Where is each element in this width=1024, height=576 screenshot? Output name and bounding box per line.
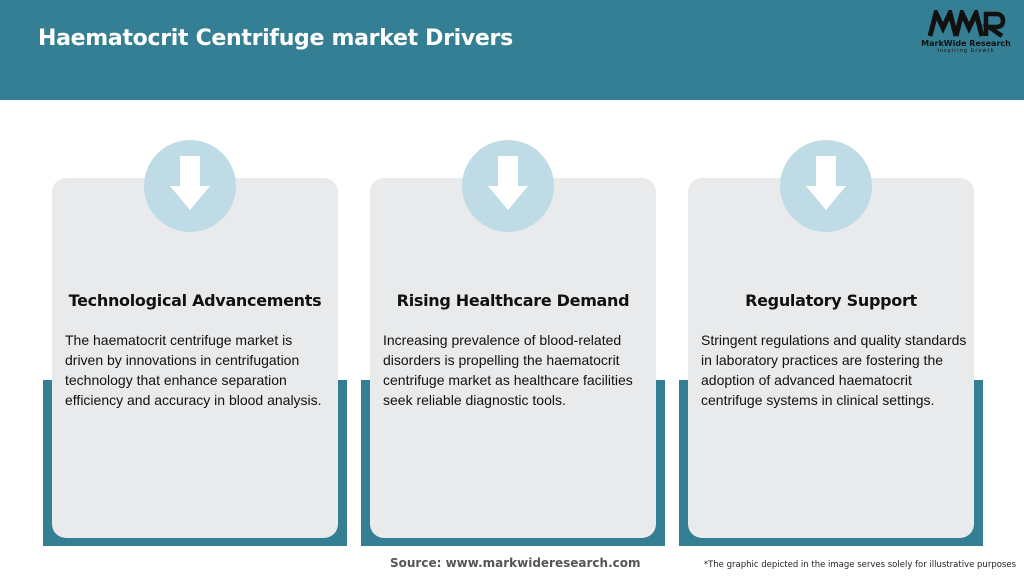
logo-tagline: Inspiring Growth <box>937 48 995 54</box>
card-description: Stringent regulations and quality standa… <box>701 332 967 408</box>
page-title: Haematocrit Centrifuge market Drivers <box>38 26 513 51</box>
header-banner: Haematocrit Centrifuge market Drivers Ma… <box>0 0 1024 100</box>
card-body: Regulatory Support Stringent regulations… <box>688 178 974 538</box>
driver-card-3: Regulatory Support Stringent regulations… <box>679 140 992 548</box>
icon-circle <box>462 140 554 232</box>
card-body: Rising Healthcare Demand Increasing prev… <box>370 178 656 538</box>
down-arrow-icon <box>488 156 528 210</box>
card-title: Technological Advancements <box>68 291 322 310</box>
driver-card-1: Technological Advancements The haematocr… <box>43 140 356 548</box>
disclaimer-note: *The graphic depicted in the image serve… <box>703 560 1016 570</box>
logo-name: MarkWide Research <box>921 39 1011 48</box>
driver-card-2: Rising Healthcare Demand Increasing prev… <box>361 140 674 548</box>
card-description: Increasing prevalence of blood-related d… <box>383 332 633 408</box>
card-title: Regulatory Support <box>745 291 917 310</box>
company-logo: MarkWide Research Inspiring Growth <box>918 10 1014 60</box>
source-link[interactable]: Source: www.markwideresearch.com <box>390 556 641 570</box>
card-body: Technological Advancements The haematocr… <box>52 178 338 538</box>
down-arrow-icon <box>806 156 846 210</box>
icon-circle <box>780 140 872 232</box>
card-title: Rising Healthcare Demand <box>396 291 630 310</box>
down-arrow-icon <box>170 156 210 210</box>
icon-circle <box>144 140 236 232</box>
mwr-logo-mark-icon <box>927 10 1006 38</box>
card-description: The haematocrit centrifuge market is dri… <box>65 332 322 408</box>
